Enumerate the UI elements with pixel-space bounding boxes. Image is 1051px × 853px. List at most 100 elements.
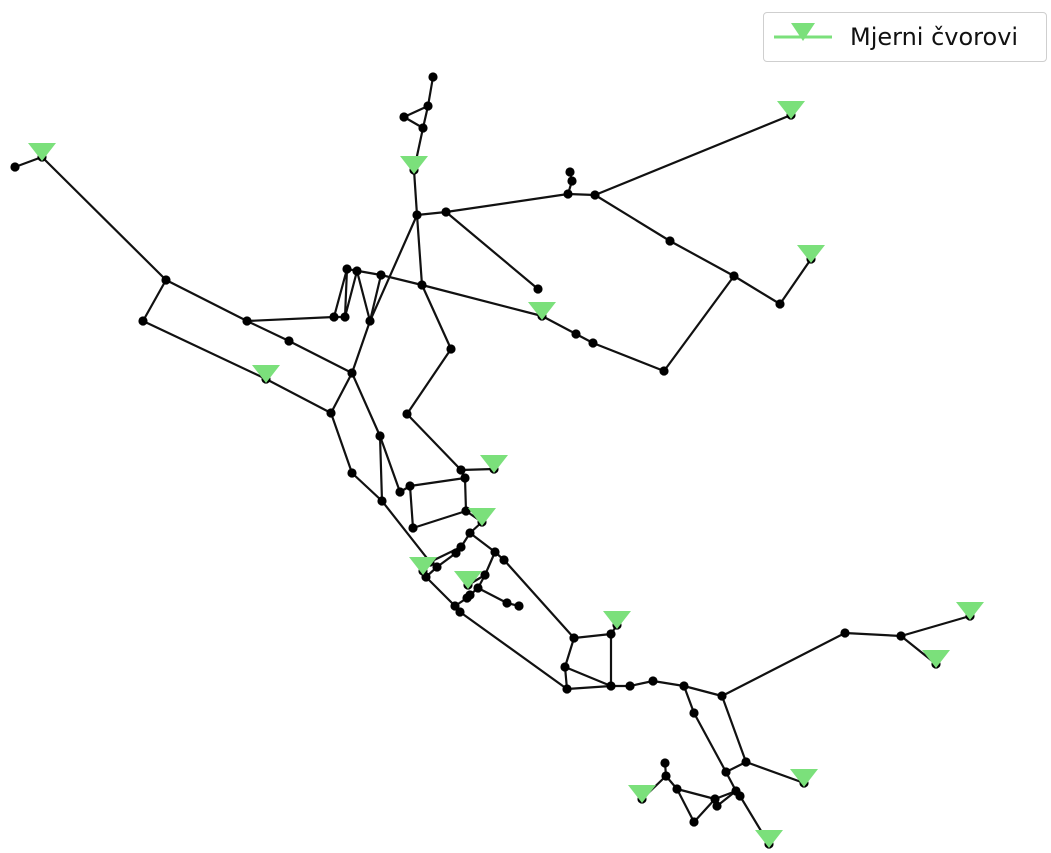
junction-node (648, 676, 658, 686)
junction-node (672, 784, 682, 794)
junction-node (606, 629, 616, 639)
pipe-edge (412, 168, 419, 217)
junction-node (417, 280, 427, 290)
junction-node (340, 312, 350, 322)
pipe-edge (420, 283, 544, 318)
junction-node (375, 431, 385, 441)
junction-node (514, 601, 524, 611)
junction-node (735, 791, 745, 801)
junction-node (423, 101, 433, 111)
pipe-edge (502, 558, 576, 640)
pipe-edge (682, 684, 696, 715)
pipe-edge (593, 193, 672, 243)
pipe-edge (332, 267, 349, 319)
measurement-node-marker (528, 302, 556, 320)
pipe-edge (141, 319, 268, 381)
junction-node (562, 684, 572, 694)
pipe-edge (408, 484, 415, 530)
junction-node (565, 167, 575, 177)
pipe-edge (405, 412, 463, 472)
measurement-node-marker (409, 557, 437, 575)
measurement-node-marker (922, 650, 950, 668)
measurement-node-marker (454, 571, 482, 589)
junction-node (661, 771, 671, 781)
pipe-edge (591, 341, 666, 373)
pipe-edge (682, 684, 724, 698)
junction-node (533, 284, 543, 294)
pipe-edge (668, 239, 736, 278)
pipe-edge (459, 467, 496, 472)
pipe-edge (899, 614, 972, 638)
pipe-edge (420, 283, 453, 351)
legend-marker-icon (774, 23, 832, 41)
junction-node (665, 236, 675, 246)
pipe-edge (675, 787, 717, 801)
pipe-edge (368, 213, 419, 323)
junction-node (502, 598, 512, 608)
junction-node (490, 547, 500, 557)
pipe-edge (415, 213, 424, 287)
measurement-node-marker (252, 365, 280, 383)
measurement-node-marker (480, 455, 508, 473)
measurement-node-marker (468, 508, 496, 526)
pipe-edge (565, 684, 613, 691)
pipe-edge (350, 319, 372, 375)
pipe-edge (651, 679, 686, 688)
pipe-edge (164, 278, 249, 323)
junction-node (138, 316, 148, 326)
junction-node (679, 681, 689, 691)
measurement-node-marker (777, 101, 805, 119)
junction-node (717, 691, 727, 701)
junction-node (347, 368, 357, 378)
pipe-edge (343, 269, 359, 319)
pipe-edge (411, 509, 468, 530)
junction-node (606, 681, 616, 691)
junction-node (347, 468, 357, 478)
pipe-edge (350, 471, 384, 503)
pipe-edge (778, 257, 813, 306)
pipe-edge (720, 631, 847, 698)
junction-node (462, 593, 472, 603)
junction-node (460, 473, 470, 483)
junction-node (377, 496, 387, 506)
pipe-edge (287, 339, 354, 375)
pipe-edge (468, 531, 497, 554)
junction-node (741, 757, 751, 767)
pipe-edge (379, 273, 424, 287)
junction-node (590, 190, 600, 200)
pipe-edge (563, 636, 576, 669)
junction-node (465, 528, 475, 538)
junction-node (710, 794, 720, 804)
pipe-edge (732, 274, 782, 306)
pipe-edge (378, 434, 402, 494)
junction-node (441, 207, 451, 217)
legend-label: Mjerni čvorovi (850, 23, 1019, 51)
junction-node (775, 299, 785, 309)
junction-node (161, 275, 171, 285)
pipe-edge (692, 711, 728, 774)
pipe-edge (572, 632, 613, 640)
legend: Mjerni čvorovi (763, 12, 1047, 62)
measurement-node-marker (28, 143, 56, 161)
pipe-edge (380, 499, 432, 564)
pipe-edge (408, 476, 467, 488)
pipe-edge (540, 314, 578, 336)
junction-node (499, 555, 509, 565)
pipe-edge (444, 192, 570, 214)
junction-node (729, 271, 739, 281)
pipe-edge (458, 610, 569, 691)
measurement-node-marker (797, 245, 825, 263)
measurement-node-marker (790, 769, 818, 787)
junction-node (329, 312, 339, 322)
pipe-edge (675, 787, 696, 824)
measurement-node-marker (603, 611, 631, 629)
pipe-edge (345, 267, 383, 277)
junction-node (712, 801, 722, 811)
junction-node (365, 316, 375, 326)
junction-node (456, 465, 466, 475)
pipe-edge (476, 586, 509, 605)
pipe-edge (141, 278, 168, 323)
pipe-edge (355, 269, 372, 323)
junction-node (896, 631, 906, 641)
measurement-node-marker (755, 830, 783, 848)
